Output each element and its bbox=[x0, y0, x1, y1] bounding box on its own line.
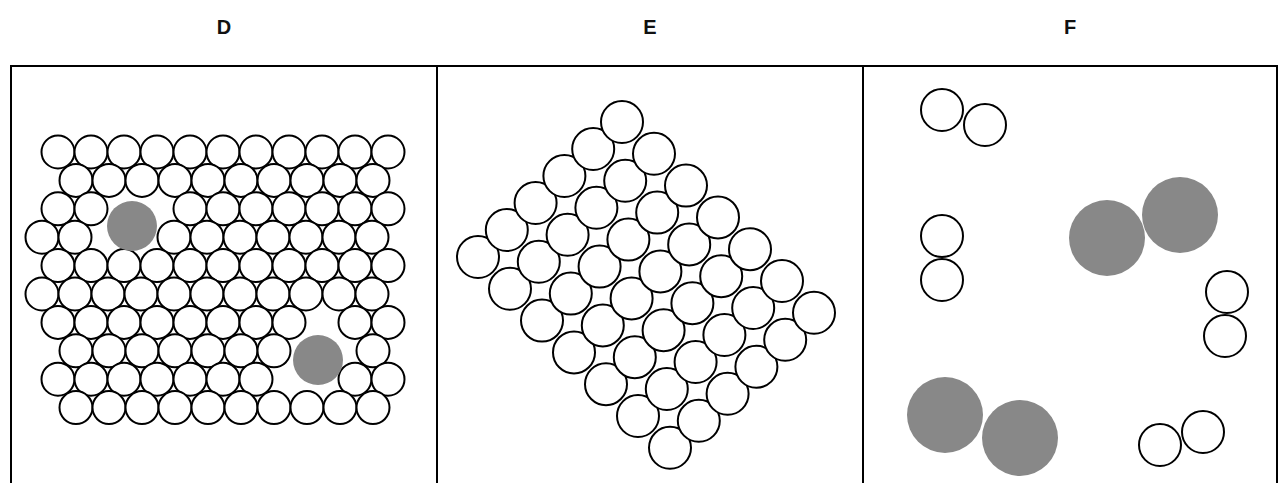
particle bbox=[126, 164, 159, 197]
panel-heading: D bbox=[12, 15, 436, 39]
particle bbox=[159, 391, 192, 424]
particle bbox=[633, 133, 675, 175]
grey-particle bbox=[1069, 200, 1145, 276]
grey-particle bbox=[293, 335, 343, 385]
particle bbox=[729, 228, 771, 270]
particle bbox=[761, 260, 803, 302]
particle bbox=[42, 363, 75, 396]
particle bbox=[60, 391, 93, 424]
grey-particle bbox=[107, 201, 157, 251]
particle bbox=[921, 259, 963, 301]
particle bbox=[225, 391, 258, 424]
particle bbox=[1139, 424, 1181, 466]
particle bbox=[93, 164, 126, 197]
particle bbox=[339, 306, 372, 339]
grey-particle bbox=[907, 377, 983, 453]
particle bbox=[921, 215, 963, 257]
particle bbox=[697, 196, 739, 238]
particle bbox=[601, 101, 643, 143]
particle bbox=[921, 89, 963, 131]
panel-box: D bbox=[10, 65, 436, 483]
grey-particle bbox=[1142, 177, 1218, 253]
particle bbox=[126, 391, 159, 424]
particle bbox=[1204, 315, 1246, 357]
particle bbox=[324, 391, 357, 424]
grey-particle bbox=[982, 400, 1058, 476]
particle bbox=[1206, 271, 1248, 313]
particle bbox=[357, 391, 390, 424]
particle bbox=[93, 391, 126, 424]
panel-heading: E bbox=[438, 15, 862, 39]
particle bbox=[192, 391, 225, 424]
particle bbox=[291, 391, 324, 424]
particle bbox=[964, 104, 1006, 146]
panel-heading: F bbox=[864, 15, 1276, 39]
particle bbox=[665, 165, 707, 207]
panel-box: F bbox=[862, 65, 1278, 483]
panel-box: E bbox=[436, 65, 862, 483]
particle bbox=[258, 391, 291, 424]
particle bbox=[793, 292, 835, 334]
particle bbox=[42, 306, 75, 339]
particle bbox=[42, 136, 75, 169]
particle bbox=[258, 334, 291, 367]
particle bbox=[1182, 411, 1224, 453]
particle bbox=[290, 278, 323, 311]
